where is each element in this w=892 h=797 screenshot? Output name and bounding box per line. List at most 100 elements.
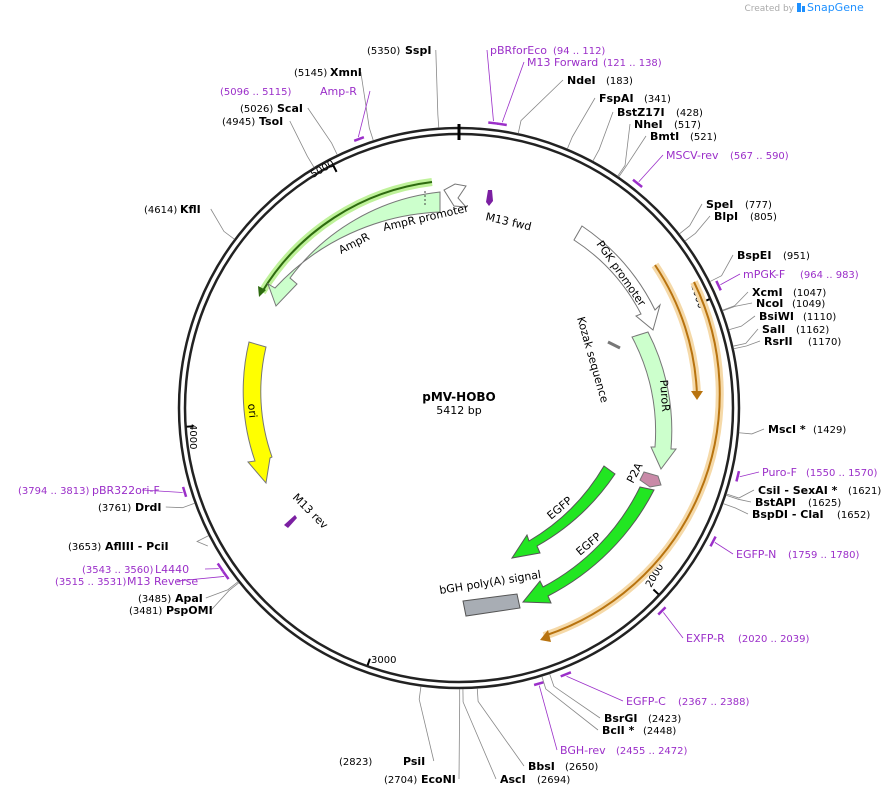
feature-ampr[interactable]: [267, 191, 441, 307]
site-name: EcoNI: [421, 773, 456, 786]
orf-puror-line: [654, 264, 698, 396]
site-name: KflI: [180, 203, 201, 216]
primers-layer: pBRforEco(94 .. 112)M13 Forward(121 .. 1…: [18, 44, 878, 757]
site-connector: [679, 203, 703, 235]
site-position: (5350): [367, 46, 400, 57]
feature-ampr-promoter[interactable]: [443, 183, 468, 208]
primer-binding-site[interactable]: M13 Forward(121 .. 138): [527, 56, 662, 69]
site-connector: [709, 254, 734, 282]
primer-binding-site[interactable]: Puro-F(1550 .. 1570): [762, 466, 878, 479]
tick-label: 5000: [309, 158, 337, 180]
restriction-site[interactable]: (2650)BbsI: [528, 760, 598, 773]
restriction-site[interactable]: (1162)SalI: [762, 323, 829, 336]
primer-binding-site[interactable]: pBR322ori-F(3794 .. 3813): [18, 484, 160, 497]
restriction-site[interactable]: (1652)BspDI - ClaI: [752, 508, 870, 521]
primer-connector: [141, 489, 183, 493]
restriction-site[interactable]: (2823)PsiI: [339, 755, 425, 768]
site-connector: [733, 340, 761, 350]
tick-label: 3000: [371, 655, 396, 666]
restriction-site[interactable]: (521)BmtI: [650, 130, 717, 143]
restriction-site[interactable]: (1110)BsiWI: [759, 310, 836, 323]
restriction-site[interactable]: (2704)EcoNI: [384, 773, 456, 786]
restriction-site[interactable]: (951)BspEI: [737, 249, 810, 262]
restriction-site[interactable]: (1429)MscI *: [768, 423, 846, 436]
site-connector: [738, 428, 765, 435]
restriction-site[interactable]: (341)FspAI: [599, 92, 671, 105]
feature-bgh-polya[interactable]: [462, 593, 521, 617]
site-position: (5145): [294, 68, 327, 79]
primer-mark: [216, 562, 225, 573]
restriction-site[interactable]: (1049)NcoI: [756, 297, 825, 310]
feature-puror[interactable]: [631, 331, 677, 470]
restriction-site[interactable]: (4945)TsoI: [222, 115, 283, 128]
orf-egfp-arrow-icon: [540, 630, 551, 642]
primer-binding-site[interactable]: BGH-rev(2455 .. 2472): [560, 744, 688, 757]
restriction-site[interactable]: (2448)BclI *: [602, 724, 676, 737]
restriction-site[interactable]: (183)NdeI: [567, 74, 633, 87]
feature-m13-rev[interactable]: [284, 515, 297, 528]
primer-mark: [715, 280, 722, 291]
site-name: BlpI: [714, 210, 738, 223]
restriction-site[interactable]: (1625)BstAPI: [755, 496, 841, 509]
site-position: (1170): [808, 337, 841, 348]
site-position: (1047): [793, 288, 826, 299]
restriction-site[interactable]: (517)NheI: [634, 118, 701, 131]
primer-binding-site[interactable]: Amp-R(5096 .. 5115): [220, 85, 357, 98]
feature-egfp-2[interactable]: [521, 486, 655, 604]
primer-binding-site[interactable]: mPGK-F(964 .. 983): [743, 268, 859, 281]
restriction-site[interactable]: (5145)XmnI: [294, 66, 362, 79]
primer-binding-site[interactable]: EXFP-R(2020 .. 2039): [686, 632, 810, 645]
restriction-site[interactable]: (2694)AscI: [500, 773, 570, 786]
feature-p2a[interactable]: [639, 471, 662, 488]
feature-m13-fwd[interactable]: [486, 190, 493, 206]
primer-name: Puro-F: [762, 466, 797, 479]
primer-connector: [486, 49, 494, 122]
site-name: BspEI: [737, 249, 771, 262]
restriction-site[interactable]: (805)BlpI: [714, 210, 777, 223]
site-connector: [541, 676, 599, 731]
restriction-site[interactable]: (3761)DrdI: [98, 501, 162, 514]
primer-binding-site[interactable]: M13 Reverse(3515 .. 3531): [55, 575, 198, 588]
orf-ampr-line: [261, 181, 433, 293]
primer-binding-site[interactable]: EGFP-N(1759 .. 1780): [736, 548, 860, 561]
primer-range: (5096 .. 5115): [220, 87, 292, 98]
feature-pgk-promoter[interactable]: [573, 225, 661, 331]
restriction-site[interactable]: (777)SpeI: [706, 198, 772, 211]
restriction-site[interactable]: (1170)RsrII: [764, 335, 841, 348]
site-name: FspAI: [599, 92, 634, 105]
restriction-site[interactable]: (428) BstZ17I: [617, 106, 703, 119]
feature-ori[interactable]: [242, 341, 273, 485]
restriction-site[interactable]: (1047)XcmI: [752, 286, 826, 299]
restriction-site[interactable]: (3481)PspOMI: [129, 604, 213, 617]
ori-label: ori: [245, 403, 259, 419]
restriction-site[interactable]: (1621)CsiI - SexAI *: [758, 484, 881, 497]
site-position: (1049): [792, 299, 825, 310]
site-connector: [722, 302, 753, 312]
restriction-site[interactable]: (3485)ApaI: [138, 592, 203, 605]
primer-connector: [566, 675, 624, 702]
restriction-site[interactable]: (5350)SspI: [367, 44, 431, 57]
feature-egfp-1[interactable]: [510, 465, 616, 559]
primer-name: pBRforEco: [490, 44, 547, 57]
primer-binding-site[interactable]: L4440(3543 .. 3560): [82, 563, 189, 576]
primer-name: M13 Reverse: [127, 575, 198, 588]
restriction-site[interactable]: (2423)BsrGI: [604, 712, 681, 725]
site-position: (1652): [837, 510, 870, 521]
primer-binding-site[interactable]: EGFP-C(2367 .. 2388): [626, 695, 750, 708]
site-name: ScaI: [277, 102, 303, 115]
primer-binding-site[interactable]: MSCV-rev(567 .. 590): [666, 149, 789, 162]
primer-mark: [560, 671, 572, 678]
primer-binding-site[interactable]: pBRforEco(94 .. 112): [490, 44, 605, 57]
restriction-site[interactable]: (4614)KflI: [144, 203, 201, 216]
restriction-site[interactable]: (3653)AflIII - PciI: [68, 540, 169, 553]
snapgene-brand: SnapGene: [807, 1, 864, 14]
site-connector: [462, 688, 497, 780]
site-name: BstZ17I: [617, 106, 665, 119]
primer-name: mPGK-F: [743, 268, 785, 281]
feature-kozak[interactable]: [607, 340, 621, 350]
primer-range: (1759 .. 1780): [788, 550, 860, 561]
site-name: PsiI: [403, 755, 425, 768]
site-position: (428): [676, 108, 703, 119]
restriction-site[interactable]: (5026)ScaI: [240, 102, 303, 115]
